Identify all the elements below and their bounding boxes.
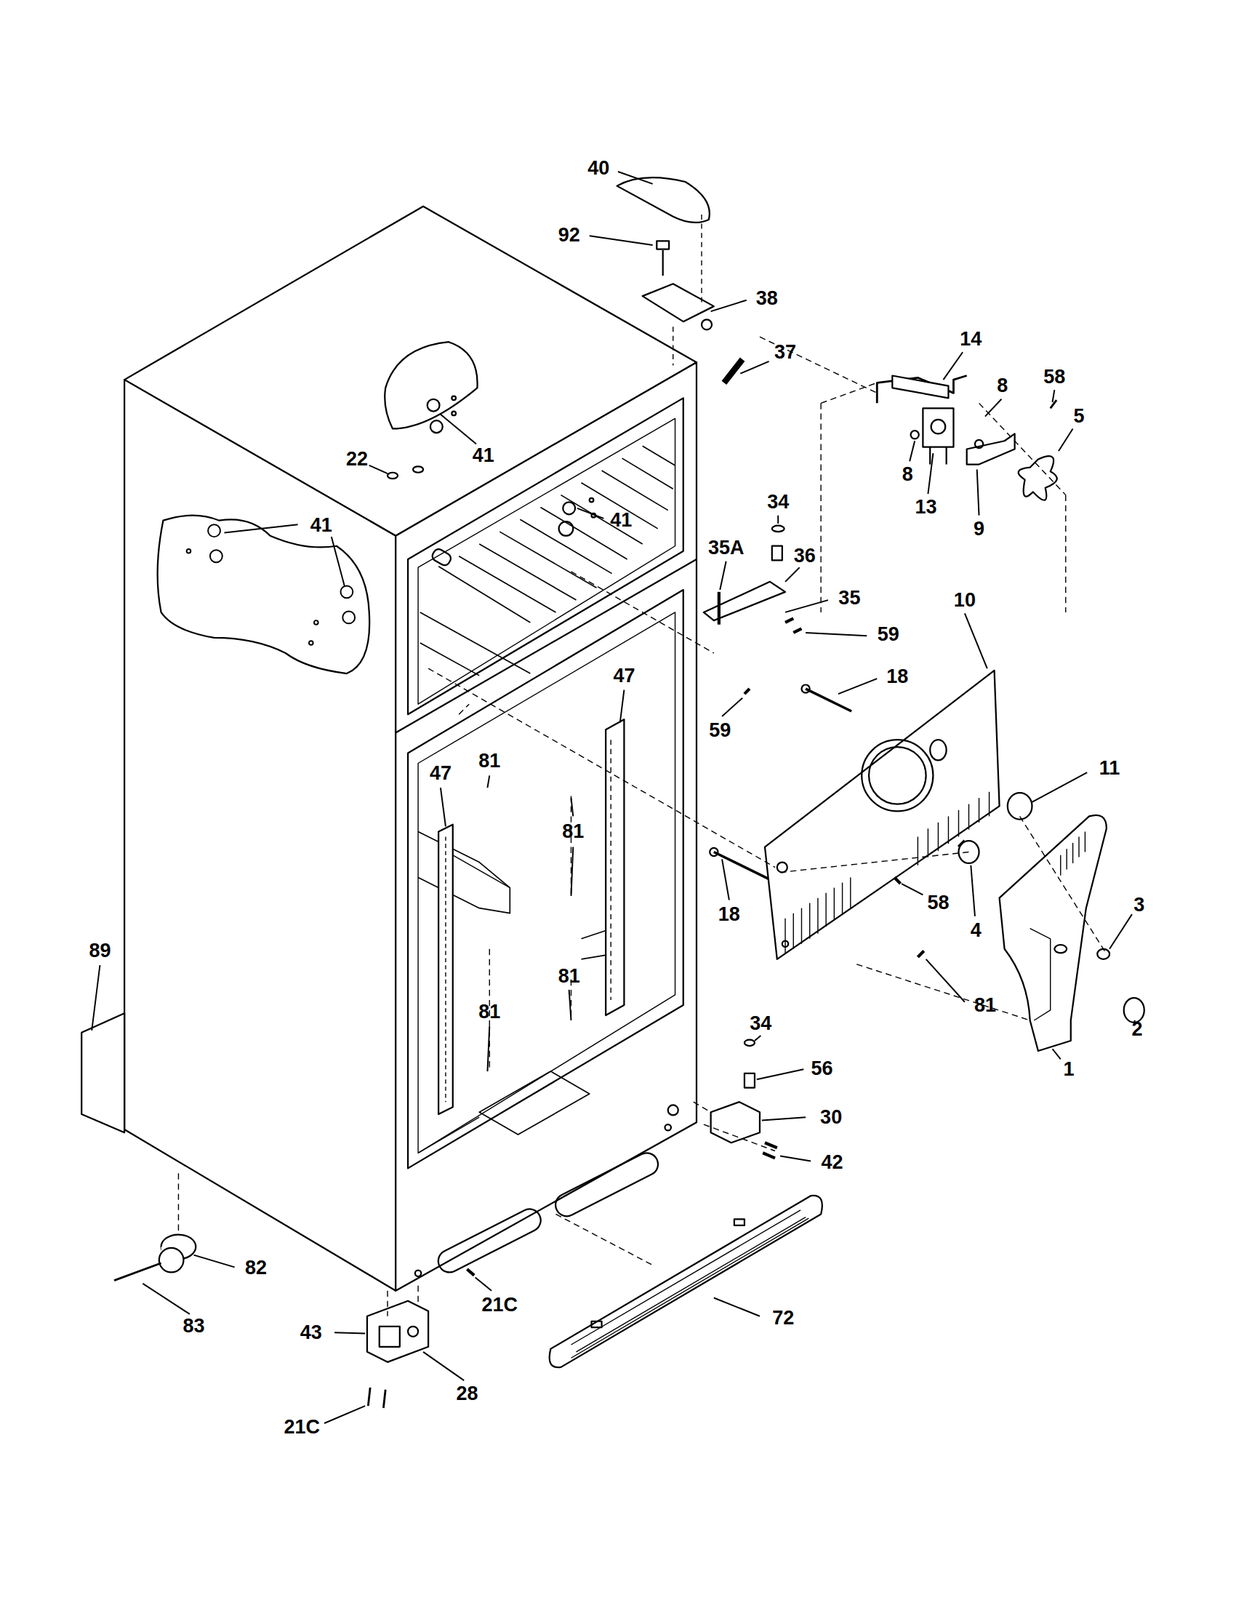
callout-number: 8 <box>902 464 914 485</box>
callout-number: 58 <box>1043 366 1066 387</box>
callout-number: 89 <box>88 940 111 961</box>
callout-number: 21C <box>283 1417 320 1437</box>
callout-number: 38 <box>756 287 778 308</box>
callout-number: 28 <box>455 1383 478 1404</box>
callout-number: 34 <box>749 1012 772 1033</box>
callout-number: 59 <box>708 720 731 741</box>
callout-number: 81 <box>562 821 584 842</box>
callout-number: 41 <box>472 444 495 465</box>
callout-number: 43 <box>300 1321 323 1342</box>
callout-number: 41 <box>310 515 333 536</box>
callout-number: 81 <box>974 994 997 1015</box>
callout-number: 40 <box>587 158 610 179</box>
callout-number: 37 <box>774 341 797 362</box>
callout-number: 82 <box>245 1257 267 1278</box>
callout-number: 18 <box>718 903 741 924</box>
callout-number: 47 <box>612 665 635 685</box>
callout-number: 5 <box>1073 406 1085 427</box>
callout-number: 92 <box>558 224 581 245</box>
callout-number: 58 <box>927 892 949 913</box>
callout-number: 1 <box>1062 1058 1074 1079</box>
callout-number: 11 <box>1099 758 1121 778</box>
callout-number: 2 <box>1131 1019 1143 1039</box>
callout-number: 41 <box>610 510 632 531</box>
callout-number: 35A <box>708 538 745 558</box>
callout-number: 9 <box>973 518 985 539</box>
callout-number: 13 <box>915 497 938 517</box>
callout-number: 81 <box>558 966 581 986</box>
callout-number: 3 <box>1133 895 1145 915</box>
callout-number: 81 <box>478 751 501 771</box>
callout-number: 30 <box>820 1106 842 1127</box>
callout-number: 22 <box>346 449 368 469</box>
callout-number: 8 <box>996 375 1008 396</box>
callout-number: 34 <box>767 492 789 512</box>
callout-number: 14 <box>959 328 982 349</box>
callout-number: 42 <box>821 1151 844 1172</box>
callout-number: 21C <box>482 1294 519 1314</box>
callout-number: 35 <box>838 587 861 608</box>
callout-number: 56 <box>810 1057 833 1078</box>
callout-number: 4 <box>970 920 982 941</box>
callout-number: 18 <box>886 665 909 686</box>
callout-number: 47 <box>429 763 452 784</box>
callout-number: 36 <box>793 546 816 566</box>
callout-number: 83 <box>182 1315 205 1336</box>
callout-number: 10 <box>953 589 976 610</box>
callout-number: 81 <box>478 1001 501 1022</box>
callout-number: 72 <box>772 1307 794 1328</box>
callout-number: 59 <box>877 624 900 645</box>
